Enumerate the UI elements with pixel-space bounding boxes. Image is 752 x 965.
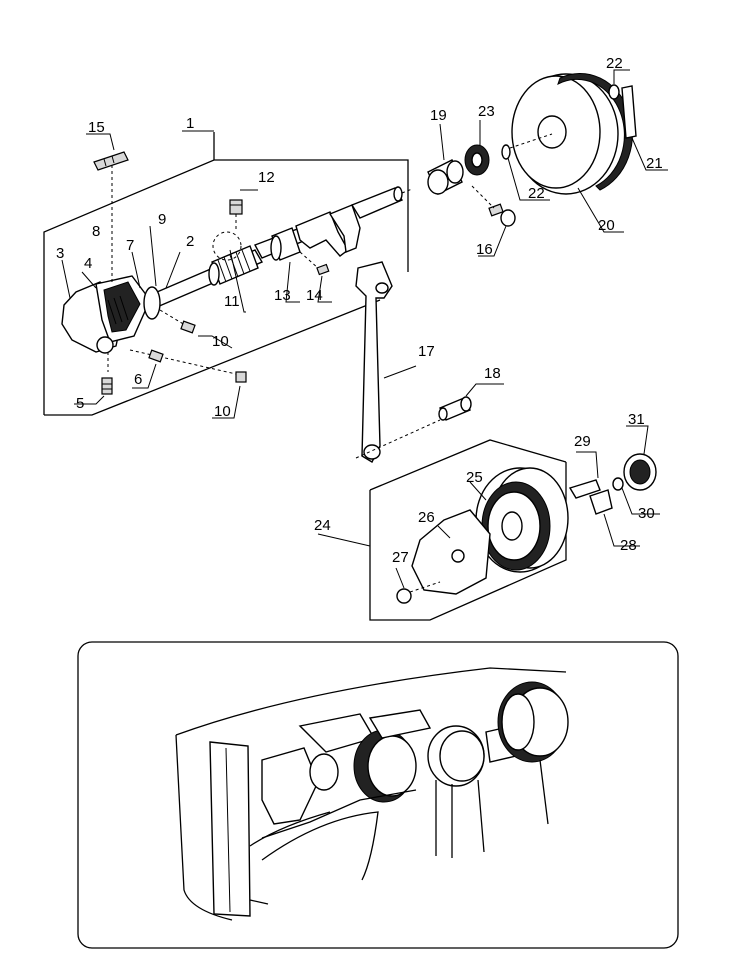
callout-18: 18 <box>484 365 501 382</box>
worm-gear <box>208 245 259 286</box>
screw-15 <box>93 151 129 171</box>
callout-30: 30 <box>638 505 655 522</box>
callout-14: 14 <box>306 287 323 304</box>
callout-7: 7 <box>126 237 134 254</box>
callout-labels: 1 2 3 4 5 6 7 8 9 10 10 11 12 13 14 15 1… <box>56 55 663 566</box>
screw-5 <box>101 377 113 395</box>
callout-1: 1 <box>186 115 194 132</box>
callout-12: 12 <box>258 169 275 186</box>
callout-13: 13 <box>274 287 291 304</box>
callout-22a: 22 <box>606 55 623 72</box>
callout-19: 19 <box>430 107 447 124</box>
pulley-assembly <box>427 69 668 257</box>
screw-14 <box>316 263 330 276</box>
callout-25: 25 <box>466 469 483 486</box>
callout-16: 16 <box>476 241 493 258</box>
callout-29: 29 <box>574 433 591 450</box>
bushing-18 <box>438 383 504 421</box>
callout-2: 2 <box>186 233 194 250</box>
callout-23: 23 <box>478 103 495 120</box>
callout-5: 5 <box>76 395 84 412</box>
callout-6: 6 <box>134 371 142 388</box>
callout-10b: 10 <box>214 403 231 420</box>
callout-28: 28 <box>620 537 637 554</box>
callout-31: 31 <box>628 411 645 428</box>
screw-10a <box>180 320 196 334</box>
callout-9: 9 <box>158 211 166 228</box>
callout-15: 15 <box>88 119 105 136</box>
gear-assembly-group <box>317 439 569 621</box>
hook-driver <box>61 275 161 354</box>
callout-3: 3 <box>56 245 64 262</box>
callout-4: 4 <box>84 255 92 272</box>
callout-24: 24 <box>314 517 331 534</box>
connecting-rod <box>355 261 441 463</box>
screw-6 <box>148 349 164 363</box>
feed-parts <box>568 425 660 547</box>
callout-17: 17 <box>418 343 435 360</box>
overview-inset <box>77 641 679 949</box>
callout-27: 27 <box>392 549 409 566</box>
callout-10a: 10 <box>212 333 229 350</box>
callout-26: 26 <box>418 509 435 526</box>
callout-11: 11 <box>224 293 240 310</box>
screw-10b <box>235 371 247 383</box>
callout-22b: 22 <box>528 185 545 202</box>
shaft-assembly-group <box>43 130 413 419</box>
screw-12 <box>229 199 243 215</box>
callout-21: 21 <box>646 155 663 172</box>
callout-8: 8 <box>92 223 100 240</box>
callout-20: 20 <box>598 217 615 234</box>
